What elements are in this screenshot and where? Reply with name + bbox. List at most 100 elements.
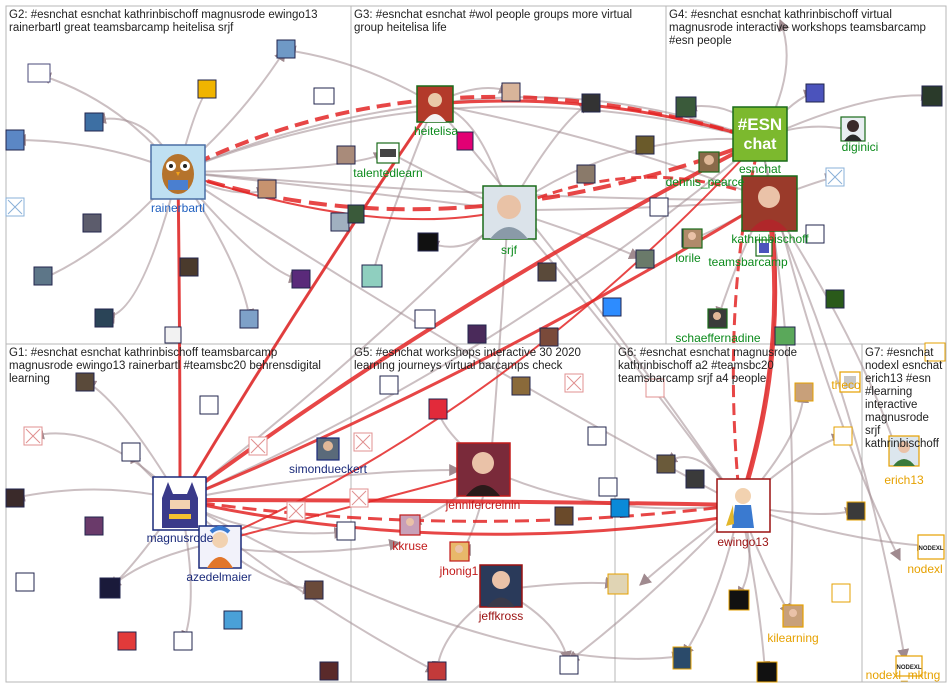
node-thumb[interactable]: [5, 488, 25, 508]
node-kilearning[interactable]: [782, 604, 804, 628]
node-thumb[interactable]: [833, 426, 853, 446]
node-teamsbarcamp[interactable]: [755, 239, 773, 257]
node-thumb[interactable]: [511, 376, 531, 396]
node-thumb[interactable]: [774, 326, 796, 346]
node-thumb[interactable]: [587, 426, 607, 446]
node-dennis_pearce[interactable]: [698, 151, 720, 173]
node-thumb[interactable]: [846, 501, 866, 521]
node-thumb[interactable]: [84, 516, 104, 536]
node-thumb[interactable]: [559, 655, 579, 675]
node-thumb[interactable]: [728, 589, 750, 611]
node-thumb[interactable]: [610, 498, 630, 518]
node-thumb[interactable]: [501, 82, 521, 102]
node-thumb[interactable]: [336, 145, 356, 165]
node-thumb[interactable]: [598, 477, 618, 497]
node-thumb[interactable]: [94, 308, 114, 328]
node-thumb[interactable]: [635, 135, 655, 155]
node-thumb[interactable]: [173, 631, 193, 651]
node-azedelmaier[interactable]: [198, 525, 242, 569]
node-jennifercreinin[interactable]: [456, 442, 511, 497]
node-nodexl_mktng[interactable]: NODEXL: [895, 655, 923, 677]
node-thumb[interactable]: [756, 661, 778, 683]
node-thumb[interactable]: [84, 112, 104, 132]
node-schaeffernadine[interactable]: [707, 308, 728, 329]
node-talentedlearn[interactable]: [376, 142, 400, 164]
node-thumb[interactable]: [794, 382, 814, 402]
node-thumb[interactable]: [924, 342, 946, 362]
node-thumb[interactable]: [199, 395, 219, 415]
node-thumb[interactable]: [581, 93, 601, 113]
node-jeffkross[interactable]: [479, 564, 523, 608]
node-thumb[interactable]: [75, 372, 95, 392]
node-thumb[interactable]: [361, 264, 383, 288]
node-thumb[interactable]: [414, 309, 436, 329]
node-thumb[interactable]: [649, 197, 669, 217]
node-thumb[interactable]: [164, 326, 182, 344]
node-thumb[interactable]: [239, 309, 259, 329]
node-thumb[interactable]: [576, 164, 596, 184]
node-thumb[interactable]: [347, 204, 365, 224]
edge: [767, 199, 903, 462]
node-thumb[interactable]: [831, 583, 851, 603]
node-rainerbartl[interactable]: [150, 144, 206, 200]
node-theco[interactable]: [839, 371, 861, 393]
node-thumb[interactable]: [685, 469, 705, 489]
node-thumb[interactable]: [805, 224, 825, 244]
node-thumb[interactable]: [554, 506, 574, 526]
edge-strong: [179, 198, 770, 502]
node-thumb[interactable]: [276, 39, 296, 59]
node-thumb[interactable]: [379, 375, 399, 395]
node-srjf[interactable]: [482, 185, 537, 240]
node-ewingo13[interactable]: [716, 478, 771, 533]
node-thumb[interactable]: [607, 573, 629, 595]
node-placeholder-x: [25, 428, 41, 444]
node-placeholder-x: [351, 490, 367, 506]
node-thumb[interactable]: [539, 327, 559, 347]
node-thumb[interactable]: [656, 454, 676, 474]
node-thumb[interactable]: [291, 269, 311, 289]
node-thumb[interactable]: [197, 79, 217, 99]
node-thumb[interactable]: [304, 580, 324, 600]
node-thumb[interactable]: [537, 262, 557, 282]
node-thumb[interactable]: [33, 266, 53, 286]
node-simondueckert[interactable]: [316, 437, 340, 461]
node-esnchat[interactable]: #ESN chat: [732, 106, 788, 162]
node-thumb[interactable]: [921, 85, 943, 107]
node-thumb[interactable]: [336, 521, 356, 541]
node-thumb[interactable]: [805, 83, 825, 103]
node-thumb[interactable]: [15, 572, 35, 592]
node-thumb[interactable]: [427, 661, 447, 681]
node-erich13[interactable]: [888, 435, 920, 467]
node-thumb[interactable]: [330, 212, 350, 232]
node-thumb[interactable]: [456, 131, 474, 151]
node-thumb[interactable]: [467, 324, 487, 344]
node-thumb[interactable]: [319, 661, 339, 681]
node-thumb[interactable]: [417, 232, 439, 252]
node-thumb[interactable]: [27, 63, 51, 83]
node-thumb[interactable]: [313, 87, 335, 105]
node-thumb[interactable]: [602, 297, 622, 317]
node-lorile[interactable]: [682, 228, 703, 249]
node-thumb[interactable]: [99, 577, 121, 599]
node-thumb[interactable]: [223, 610, 243, 630]
node-nodexl[interactable]: NODEXL: [917, 534, 945, 560]
node-thumb[interactable]: [635, 249, 655, 269]
node-thumb[interactable]: [825, 289, 845, 309]
node-thumb[interactable]: [179, 257, 199, 277]
node-thumb[interactable]: [121, 442, 141, 462]
node-magnusrode[interactable]: [152, 476, 207, 531]
node-diginici[interactable]: [840, 116, 866, 142]
node-thumb[interactable]: [645, 378, 665, 398]
edge: [767, 199, 910, 662]
node-jhonig1[interactable]: [449, 541, 470, 562]
node-thumb[interactable]: [82, 213, 102, 233]
node-thumb[interactable]: [117, 631, 137, 651]
node-kkruse[interactable]: [399, 514, 421, 536]
node-thumb[interactable]: [428, 398, 448, 420]
node-thumb[interactable]: [5, 129, 25, 151]
node-thumb[interactable]: [257, 179, 277, 199]
node-heitelisa[interactable]: [416, 85, 454, 123]
node-kathrinbischoff[interactable]: [741, 175, 798, 232]
node-thumb[interactable]: [672, 646, 692, 670]
node-thumb[interactable]: [675, 96, 697, 118]
